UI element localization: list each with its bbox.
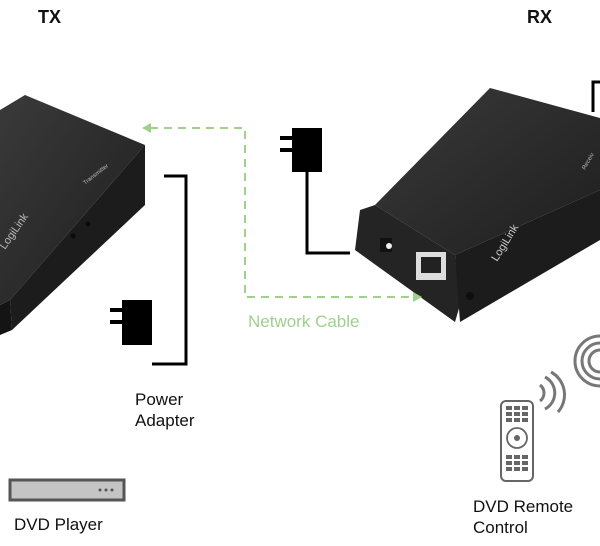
tx-transmitter-device: LogiLink Transmitter xyxy=(0,95,145,335)
rx-power-adapter xyxy=(280,128,350,255)
dvd-player-icon xyxy=(8,478,126,502)
network-cable-line xyxy=(150,127,414,298)
ir-receiver-waves-icon xyxy=(573,334,600,388)
dvd-remote-label: DVD Remote Control xyxy=(473,496,573,538)
remote-control-icon xyxy=(500,400,534,482)
dvd-remote-label-line1: DVD Remote xyxy=(473,497,574,516)
arrow-right-icon xyxy=(413,292,422,302)
rx-receiver-device: LogiLink Receiv xyxy=(355,88,600,322)
rx-header: RX xyxy=(527,7,553,27)
reset-button xyxy=(466,292,474,300)
power-adapter-label: Power Adapter xyxy=(135,389,195,431)
tx-power-adapter xyxy=(110,174,188,366)
signal-waves-icon xyxy=(538,370,566,413)
network-cable-label: Network Cable xyxy=(248,312,360,331)
arrow-left-icon xyxy=(142,123,151,133)
dvd-player-label: DVD Player xyxy=(14,515,103,534)
power-adapter-label-line1: Power xyxy=(135,390,184,409)
tx-header: TX xyxy=(38,7,62,27)
power-adapter-label-line2: Adapter xyxy=(135,411,195,430)
rx-output-cable xyxy=(591,80,600,112)
dvd-remote-label-line2: Control xyxy=(473,518,528,537)
